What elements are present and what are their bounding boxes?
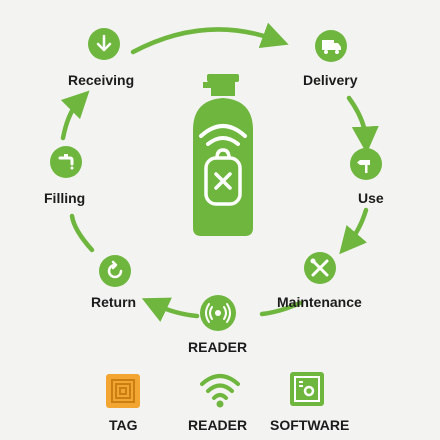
arrow-use-to-maintenance bbox=[339, 207, 369, 255]
legend-software-label: SOFTWARE bbox=[270, 417, 350, 433]
faucet-icon bbox=[50, 146, 82, 178]
signpost-icon bbox=[350, 148, 382, 180]
arrow-maintenance-to-reader bbox=[259, 300, 303, 317]
legend-reader-label: READER bbox=[188, 417, 248, 433]
tools-icon bbox=[304, 252, 336, 284]
software-icon bbox=[290, 372, 324, 406]
wifi-icon bbox=[200, 374, 240, 408]
arrow-filling-to-receiving bbox=[60, 90, 90, 141]
arrow-reader-to-return bbox=[141, 297, 200, 322]
arrow-receiving-to-delivery bbox=[130, 22, 289, 55]
maintenance-label: Maintenance bbox=[277, 294, 362, 310]
refresh-icon bbox=[99, 255, 131, 287]
arrow-delivery-to-use bbox=[346, 95, 379, 154]
receiving-label: Receiving bbox=[68, 72, 135, 88]
wireless-reader-icon bbox=[200, 295, 236, 331]
legend-tag-label: TAG bbox=[109, 417, 138, 433]
reader-label: READER bbox=[188, 339, 248, 355]
use-label: Use bbox=[358, 190, 384, 206]
download-arrow-icon bbox=[88, 28, 120, 60]
return-label: Return bbox=[91, 294, 137, 310]
tag-icon bbox=[106, 374, 140, 408]
delivery-label: Delivery bbox=[303, 72, 358, 88]
arrow-return-to-filling bbox=[69, 213, 95, 253]
gas-cylinder-icon bbox=[193, 74, 253, 236]
filling-label: Filling bbox=[44, 190, 86, 206]
truck-icon bbox=[315, 30, 347, 62]
